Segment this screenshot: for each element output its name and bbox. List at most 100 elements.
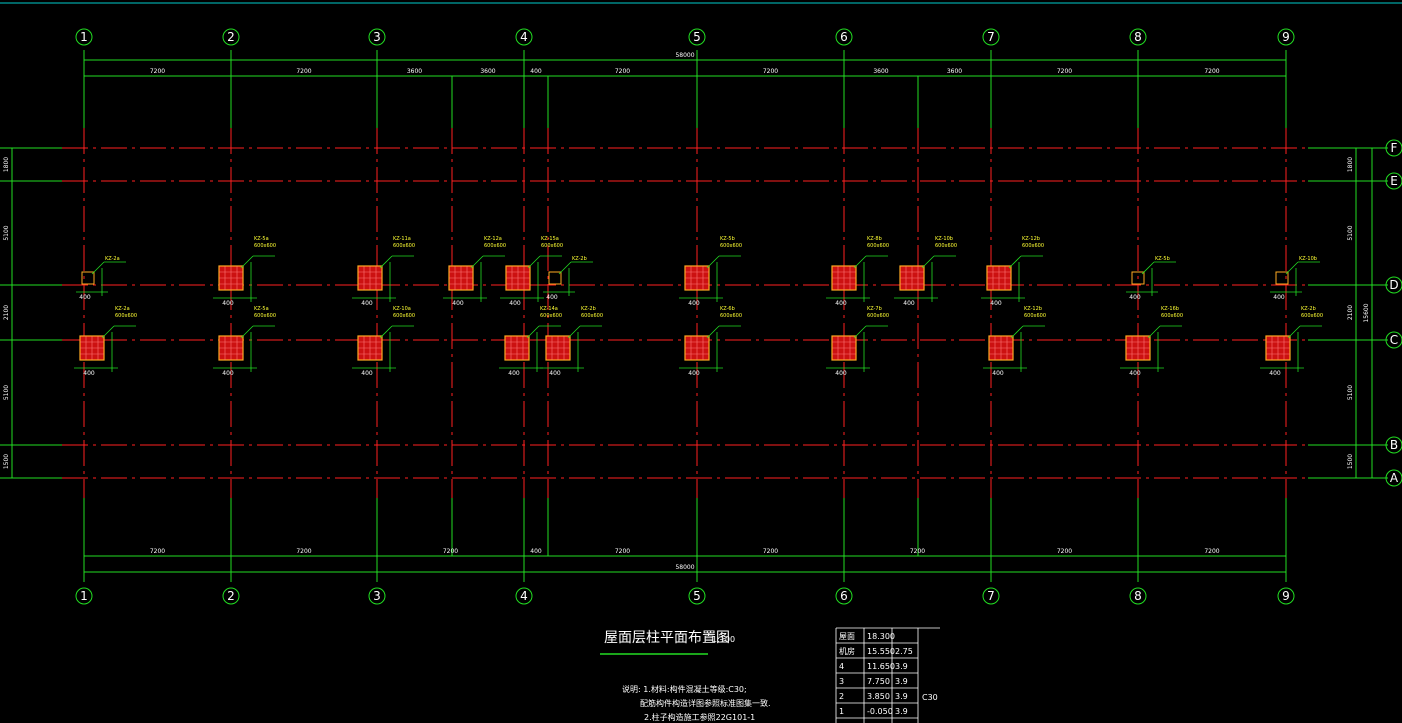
dim-left-0: 1800 — [3, 157, 10, 172]
dim-top-4: 400 — [530, 68, 542, 75]
column-d-4-dim-text: 400 — [509, 300, 521, 307]
table-cell-5-0: 1 — [839, 707, 844, 716]
dim-top-9: 7200 — [1057, 68, 1072, 75]
column-d-5-leader — [558, 261, 572, 275]
column-d-0-dim-text: 400 — [79, 294, 91, 301]
column-c-8-label: KZ-16b — [1161, 306, 1179, 312]
axis-bubble-row-0 — [1385, 139, 1402, 157]
dim-top-2: 3600 — [407, 68, 422, 75]
column-d-11-dim-text: 400 — [1273, 294, 1285, 301]
column-c-0-dim-text: 400 — [83, 370, 95, 377]
column-d-3-label: KZ-12a — [484, 236, 502, 242]
column-d-10-dim-text: 400 — [1129, 294, 1141, 301]
column-d-3-dim-text: 400 — [452, 300, 464, 307]
dim-right-total: 15600 — [1363, 303, 1370, 322]
column-d-5-dim-text: 400 — [546, 294, 558, 301]
axis-label-col-top-4: 5 — [693, 30, 701, 44]
note-line-1: 说明: 1.材料:构件混凝土等级:C30; — [622, 684, 747, 694]
table-cell-1-2: 2.75 — [895, 647, 913, 656]
axis-bubble-col-bottom-4 — [688, 587, 706, 605]
table-cell-2-2: 3.9 — [895, 662, 908, 671]
column-d-8-leader — [921, 255, 935, 269]
column-c-5-spec: 600x600 — [720, 313, 742, 319]
dim-bottom-8: 7200 — [1204, 548, 1219, 555]
note-line-2: 配筋构件构造详图参照标准图集一致. — [640, 698, 771, 708]
table-cell-4-2: 3.9 — [895, 692, 908, 701]
dim-top-total: 58000 — [675, 52, 694, 59]
column-d-0-outline — [81, 271, 95, 285]
column-d-6-dim-text: 400 — [688, 300, 700, 307]
table-cell-1-1: 15.550 — [867, 647, 895, 656]
column-c-7-spec: 600x600 — [1024, 313, 1046, 319]
dim-bottom-5: 7200 — [763, 548, 778, 555]
dim-left-3: 5100 — [3, 385, 10, 400]
axis-bubble-col-bottom-7 — [1129, 587, 1147, 605]
dim-right-1: 5100 — [1347, 225, 1354, 240]
dim-bottom-2: 7200 — [443, 548, 458, 555]
column-c-6-leader — [853, 325, 867, 339]
column-d-9-dim-text: 400 — [990, 300, 1002, 307]
column-c-2-dim-text: 400 — [361, 370, 373, 377]
column-d-10-label: KZ-5b — [1155, 256, 1170, 262]
column-c-4-spec: 600x600 — [581, 313, 603, 319]
column-d-1-label: KZ-5a — [254, 236, 269, 242]
axis-label-col-bottom-5: 6 — [840, 589, 848, 603]
axis-bubble-col-top-2 — [368, 28, 386, 46]
axis-bubble-col-top-1 — [222, 28, 240, 46]
column-c-5-dim-text: 400 — [688, 370, 700, 377]
axis-label-row-5: A — [1390, 471, 1399, 485]
axis-label-col-bottom-7: 8 — [1134, 589, 1142, 603]
column-d-8-dim-text: 400 — [903, 300, 915, 307]
column-d-1-spec: 600x600 — [254, 243, 276, 249]
axis-bubble-col-bottom-1 — [222, 587, 240, 605]
table-cell-2-1: 11.650 — [867, 662, 895, 671]
dim-top-8: 3600 — [947, 68, 962, 75]
column-c-1-leader — [240, 325, 254, 339]
table-cell-2-0: 4 — [839, 662, 844, 671]
column-d-10-leader — [1141, 261, 1155, 275]
column-c-8-spec: 600x600 — [1161, 313, 1183, 319]
dim-bottom-0: 7200 — [150, 548, 165, 555]
axis-bubble-col-bottom-2 — [368, 587, 386, 605]
axis-bubble-col-top-7 — [1129, 28, 1147, 46]
column-c-8-dim-text: 400 — [1129, 370, 1141, 377]
column-d-9-leader — [1008, 255, 1022, 269]
column-c-6-label: KZ-7b — [867, 306, 882, 312]
table-cell-4-0: 2 — [839, 692, 844, 701]
column-c-9-leader — [1287, 325, 1301, 339]
dim-top-10: 7200 — [1204, 68, 1219, 75]
dim-left-1: 5100 — [3, 225, 10, 240]
dim-bottom-7: 7200 — [1057, 548, 1072, 555]
table-cell-3-1: 7.750 — [867, 677, 890, 686]
column-c-9-spec: 600x600 — [1301, 313, 1323, 319]
dim-bottom-total: 58000 — [675, 564, 694, 571]
axis-bubble-row-2 — [1385, 276, 1402, 294]
dim-top-6: 7200 — [763, 68, 778, 75]
axis-label-col-bottom-2: 3 — [373, 589, 381, 603]
column-c-0-leader — [101, 325, 115, 339]
table-cell-5-1: -0.050 — [867, 707, 893, 716]
columns-layer: 400KZ-2a400KZ-5a600x600400KZ-11a600x6004… — [74, 236, 1323, 377]
column-d-2-leader — [379, 255, 393, 269]
column-c-8-leader — [1147, 325, 1161, 339]
column-d-6-leader — [706, 255, 720, 269]
grid-lines — [62, 128, 1308, 498]
note-line-3: 2.柱子构造施工参照22G101-1 — [644, 712, 755, 722]
dim-bottom-1: 7200 — [296, 548, 311, 555]
axis-label-col-top-1: 2 — [227, 30, 235, 44]
table-cell-0-1: 18.300 — [867, 632, 895, 641]
column-d-3-leader — [470, 255, 484, 269]
column-c-3-label: KZ-14a — [540, 306, 558, 312]
column-d-7-spec: 600x600 — [867, 243, 889, 249]
dim-right-3: 5100 — [1347, 385, 1354, 400]
column-d-7-dim-text: 400 — [835, 300, 847, 307]
column-d-0-leader — [91, 261, 105, 275]
axis-bubble-col-top-0 — [75, 28, 93, 46]
column-d-11-label: KZ-10b — [1299, 256, 1317, 262]
drawing-scale: 1:100 — [712, 635, 735, 644]
dim-top-7: 3600 — [873, 68, 888, 75]
column-d-2-spec: 600x600 — [393, 243, 415, 249]
